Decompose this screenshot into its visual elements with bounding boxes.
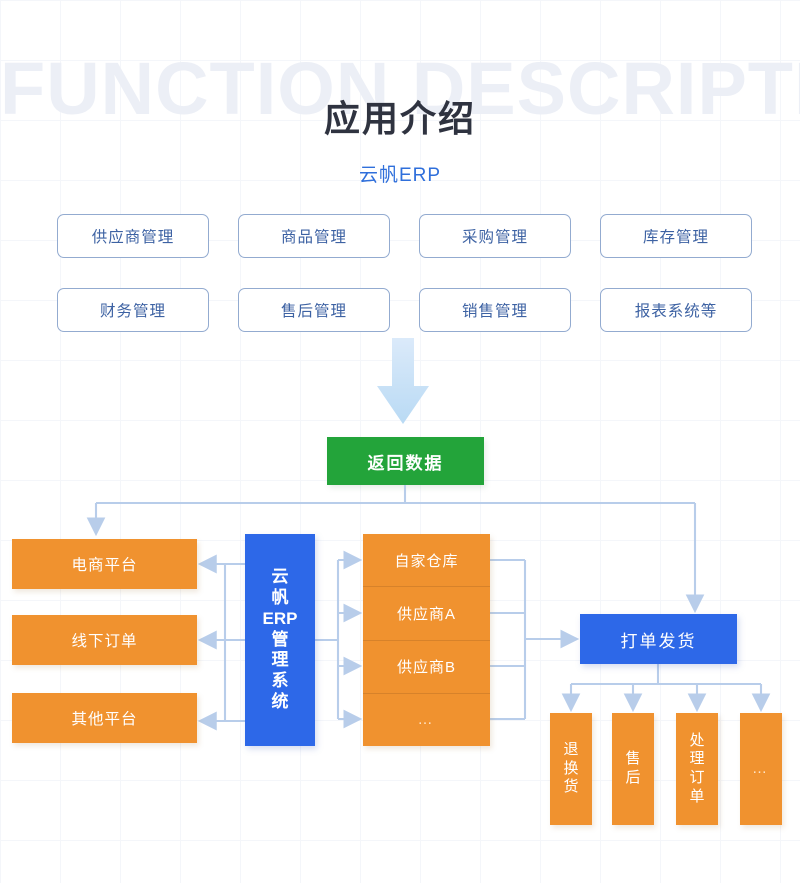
warehouse-row[interactable]: 供应商A xyxy=(363,587,490,641)
post-sale-line: 单 xyxy=(689,787,705,805)
post-sale-box-more[interactable]: … xyxy=(740,713,782,825)
feature-card-label: 库存管理 xyxy=(642,229,709,246)
feature-card[interactable]: 售后管理 xyxy=(238,288,390,332)
feature-card-label: 采购管理 xyxy=(461,229,528,246)
feature-card-label: 商品管理 xyxy=(280,229,347,246)
feature-card-label: 售后管理 xyxy=(280,303,347,320)
warehouse-row-more[interactable]: … xyxy=(363,694,490,746)
down-arrow-icon xyxy=(377,338,429,424)
erp-line: ERP xyxy=(262,608,298,628)
platform-label: 电商平台 xyxy=(71,557,138,574)
warehouse-stack: 自家仓库 供应商A 供应商B … xyxy=(363,534,490,746)
feature-card-grid: 供应商管理 商品管理 采购管理 库存管理 财务管理 售后管理 销售管理 报表系统… xyxy=(57,214,752,332)
erp-line: 云 xyxy=(271,567,289,587)
feature-card-label: 财务管理 xyxy=(99,303,166,320)
warehouse-row[interactable]: 供应商B xyxy=(363,641,490,694)
post-sale-line: 订 xyxy=(689,769,705,786)
feature-card[interactable]: 销售管理 xyxy=(419,288,571,332)
post-sale-line: 换 xyxy=(563,759,579,777)
feature-card[interactable]: 商品管理 xyxy=(238,214,390,258)
watermark-text: FUNCTION DESCRIPTION xyxy=(0,47,800,130)
platform-label: 其他平台 xyxy=(71,711,138,728)
feature-card-label: 销售管理 xyxy=(461,303,528,320)
post-sale-box[interactable]: 处 理 订 单 xyxy=(676,713,718,825)
post-sale-line: 后 xyxy=(625,769,641,786)
post-sale-line: … xyxy=(752,759,770,777)
feature-card[interactable]: 报表系统等 xyxy=(600,288,752,332)
page-title: 应用介绍 xyxy=(323,98,476,139)
feature-card[interactable]: 财务管理 xyxy=(57,288,209,332)
warehouse-label: 自家仓库 xyxy=(394,552,459,570)
post-sale-line: 售 xyxy=(625,750,641,768)
shipping-label: 打单发货 xyxy=(620,631,697,651)
platform-label: 线下订单 xyxy=(71,633,138,650)
warehouse-label: 供应商B xyxy=(396,659,456,677)
shipping-box[interactable]: 打单发货 xyxy=(580,614,737,664)
page-subtitle: 云帆ERP xyxy=(358,165,442,186)
warehouse-row[interactable]: 自家仓库 xyxy=(363,534,490,588)
platform-box[interactable]: 其他平台 xyxy=(12,693,197,743)
feature-card[interactable]: 采购管理 xyxy=(419,214,571,258)
erp-line: 理 xyxy=(271,650,289,670)
warehouse-label: … xyxy=(417,711,436,729)
post-sale-line: 理 xyxy=(689,750,705,768)
erp-line: 管 xyxy=(271,629,289,649)
feature-card[interactable]: 供应商管理 xyxy=(57,214,209,258)
erp-system-box[interactable]: 云 帆 ERP 管 理 系 统 xyxy=(245,534,315,746)
return-data-box[interactable]: 返回数据 xyxy=(327,437,484,485)
feature-card[interactable]: 库存管理 xyxy=(600,214,752,258)
erp-line: 统 xyxy=(271,691,289,711)
post-sale-box[interactable]: 退 换 货 xyxy=(550,713,592,825)
erp-line: 系 xyxy=(271,671,289,691)
erp-line: 帆 xyxy=(271,588,289,608)
platform-box[interactable]: 线下订单 xyxy=(12,615,197,665)
warehouse-label: 供应商A xyxy=(396,605,456,623)
post-sale-line: 处 xyxy=(689,731,705,749)
platform-box[interactable]: 电商平台 xyxy=(12,539,197,589)
feature-card-label: 报表系统等 xyxy=(634,303,718,320)
feature-card-label: 供应商管理 xyxy=(91,229,175,246)
post-sale-box[interactable]: 售 后 xyxy=(612,713,654,825)
post-sale-line: 货 xyxy=(563,778,579,796)
return-data-label: 返回数据 xyxy=(367,453,444,473)
post-sale-line: 退 xyxy=(563,740,579,758)
